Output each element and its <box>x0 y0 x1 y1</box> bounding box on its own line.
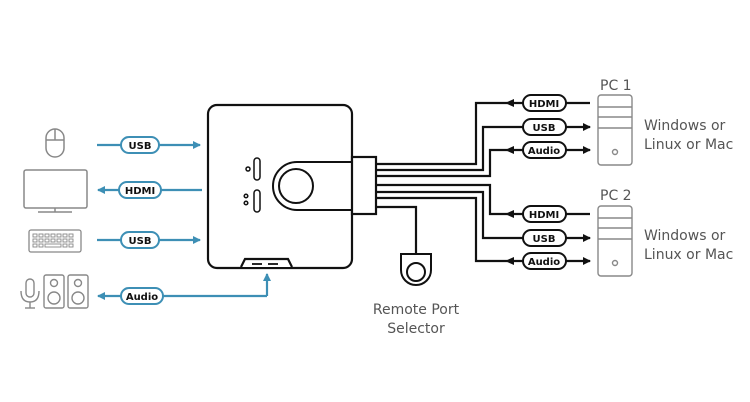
keyboard-icon <box>28 229 82 253</box>
arrow-pc1-hdmi <box>505 99 514 107</box>
label-pc2-hdmi: HDMI <box>522 205 567 223</box>
label-pc2-usb: USB <box>522 229 567 247</box>
label-usb-keyboard: USB <box>120 231 160 249</box>
speaker-icon <box>67 274 89 309</box>
remote-label-line2: Selector <box>387 321 445 337</box>
port-led-2 <box>243 189 261 213</box>
pc1-os-line1: Windows or <box>644 118 726 134</box>
svg-text:USB: USB <box>129 236 152 247</box>
mouse-icon <box>45 128 65 158</box>
microphone-icon <box>20 278 40 309</box>
remote-port-selector-icon <box>400 253 432 286</box>
svg-text:Audio: Audio <box>528 146 560 157</box>
cable-connector <box>350 155 378 216</box>
svg-text:HDMI: HDMI <box>125 186 155 197</box>
label-pc1-usb: USB <box>522 118 567 136</box>
svg-text:HDMI: HDMI <box>529 99 559 110</box>
label-pc2-audio: Audio <box>522 252 567 270</box>
arrow-pc2-hdmi <box>505 210 514 218</box>
label-audio-speakers: Audio <box>120 287 164 305</box>
label-usb-mouse: USB <box>120 136 160 154</box>
svg-text:Audio: Audio <box>126 292 158 303</box>
arrow-pc1-audio <box>505 146 514 154</box>
label-hdmi-monitor: HDMI <box>118 181 162 199</box>
label-pc1-audio: Audio <box>522 141 567 159</box>
label-pc1-hdmi: HDMI <box>522 94 567 112</box>
port-led-1 <box>245 157 261 181</box>
monitor-icon <box>23 169 88 213</box>
pc2-name: PC 2 <box>600 188 632 204</box>
cable-remote <box>376 205 418 254</box>
pc1-os-line2: Linux or Mac <box>644 137 733 153</box>
pc2-tower-icon <box>597 205 633 277</box>
pc1-name: PC 1 <box>600 78 632 94</box>
svg-text:HDMI: HDMI <box>529 210 559 221</box>
speaker-icon <box>43 274 65 309</box>
svg-text:USB: USB <box>129 141 152 152</box>
port-select-button[interactable] <box>272 161 352 211</box>
svg-text:USB: USB <box>533 123 556 134</box>
svg-text:Audio: Audio <box>528 257 560 268</box>
pc2-os-line1: Windows or <box>644 228 726 244</box>
svg-text:USB: USB <box>533 234 556 245</box>
arrow-pc2-audio <box>505 257 514 265</box>
pc1-tower-icon <box>597 94 633 166</box>
pc2-os-line2: Linux or Mac <box>644 247 733 263</box>
remote-label-line1: Remote Port <box>373 302 460 318</box>
